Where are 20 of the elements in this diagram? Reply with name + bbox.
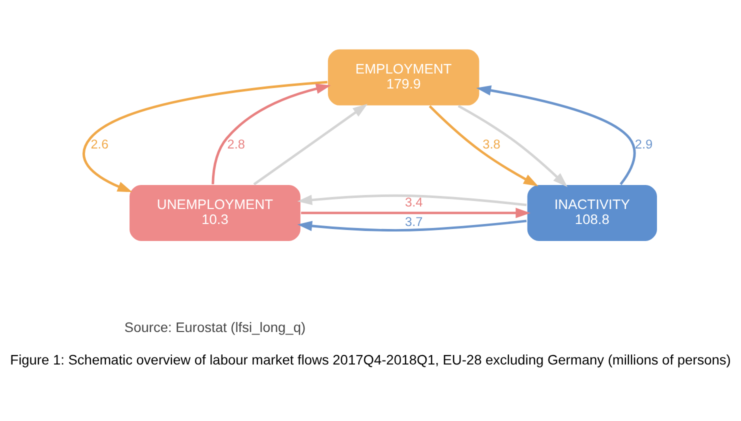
arrow <box>428 105 538 186</box>
edge-label: 3.7 <box>405 214 423 230</box>
caption: Figure 1: Schematic overview of labour market flows 2017Q4-2018Q1, EU-28 excluding Germany (millions of persons) <box>10 352 731 368</box>
arrow <box>253 104 368 186</box>
edge-label: 2.6 <box>90 136 108 152</box>
edge-label: 3.8 <box>482 136 500 152</box>
arrow <box>212 84 331 184</box>
edge-label: 3.4 <box>405 194 423 210</box>
arrow <box>297 220 527 232</box>
node-box: UNEMPLOYMENT 10.3 <box>128 184 302 242</box>
arrow <box>458 104 568 187</box>
label: Source: Eurostat (lfsi_long_q) <box>124 320 306 335</box>
arrow <box>476 85 636 186</box>
arrow <box>82 80 328 192</box>
edge-label: 2.8 <box>227 136 245 152</box>
node-box: EMPLOYMENT 179.9 <box>326 48 480 106</box>
edge-label: 2.9 <box>634 136 653 152</box>
arrow <box>297 194 527 206</box>
node-box: INACTIVITY 108.8 <box>526 184 658 242</box>
arrow <box>301 208 530 218</box>
